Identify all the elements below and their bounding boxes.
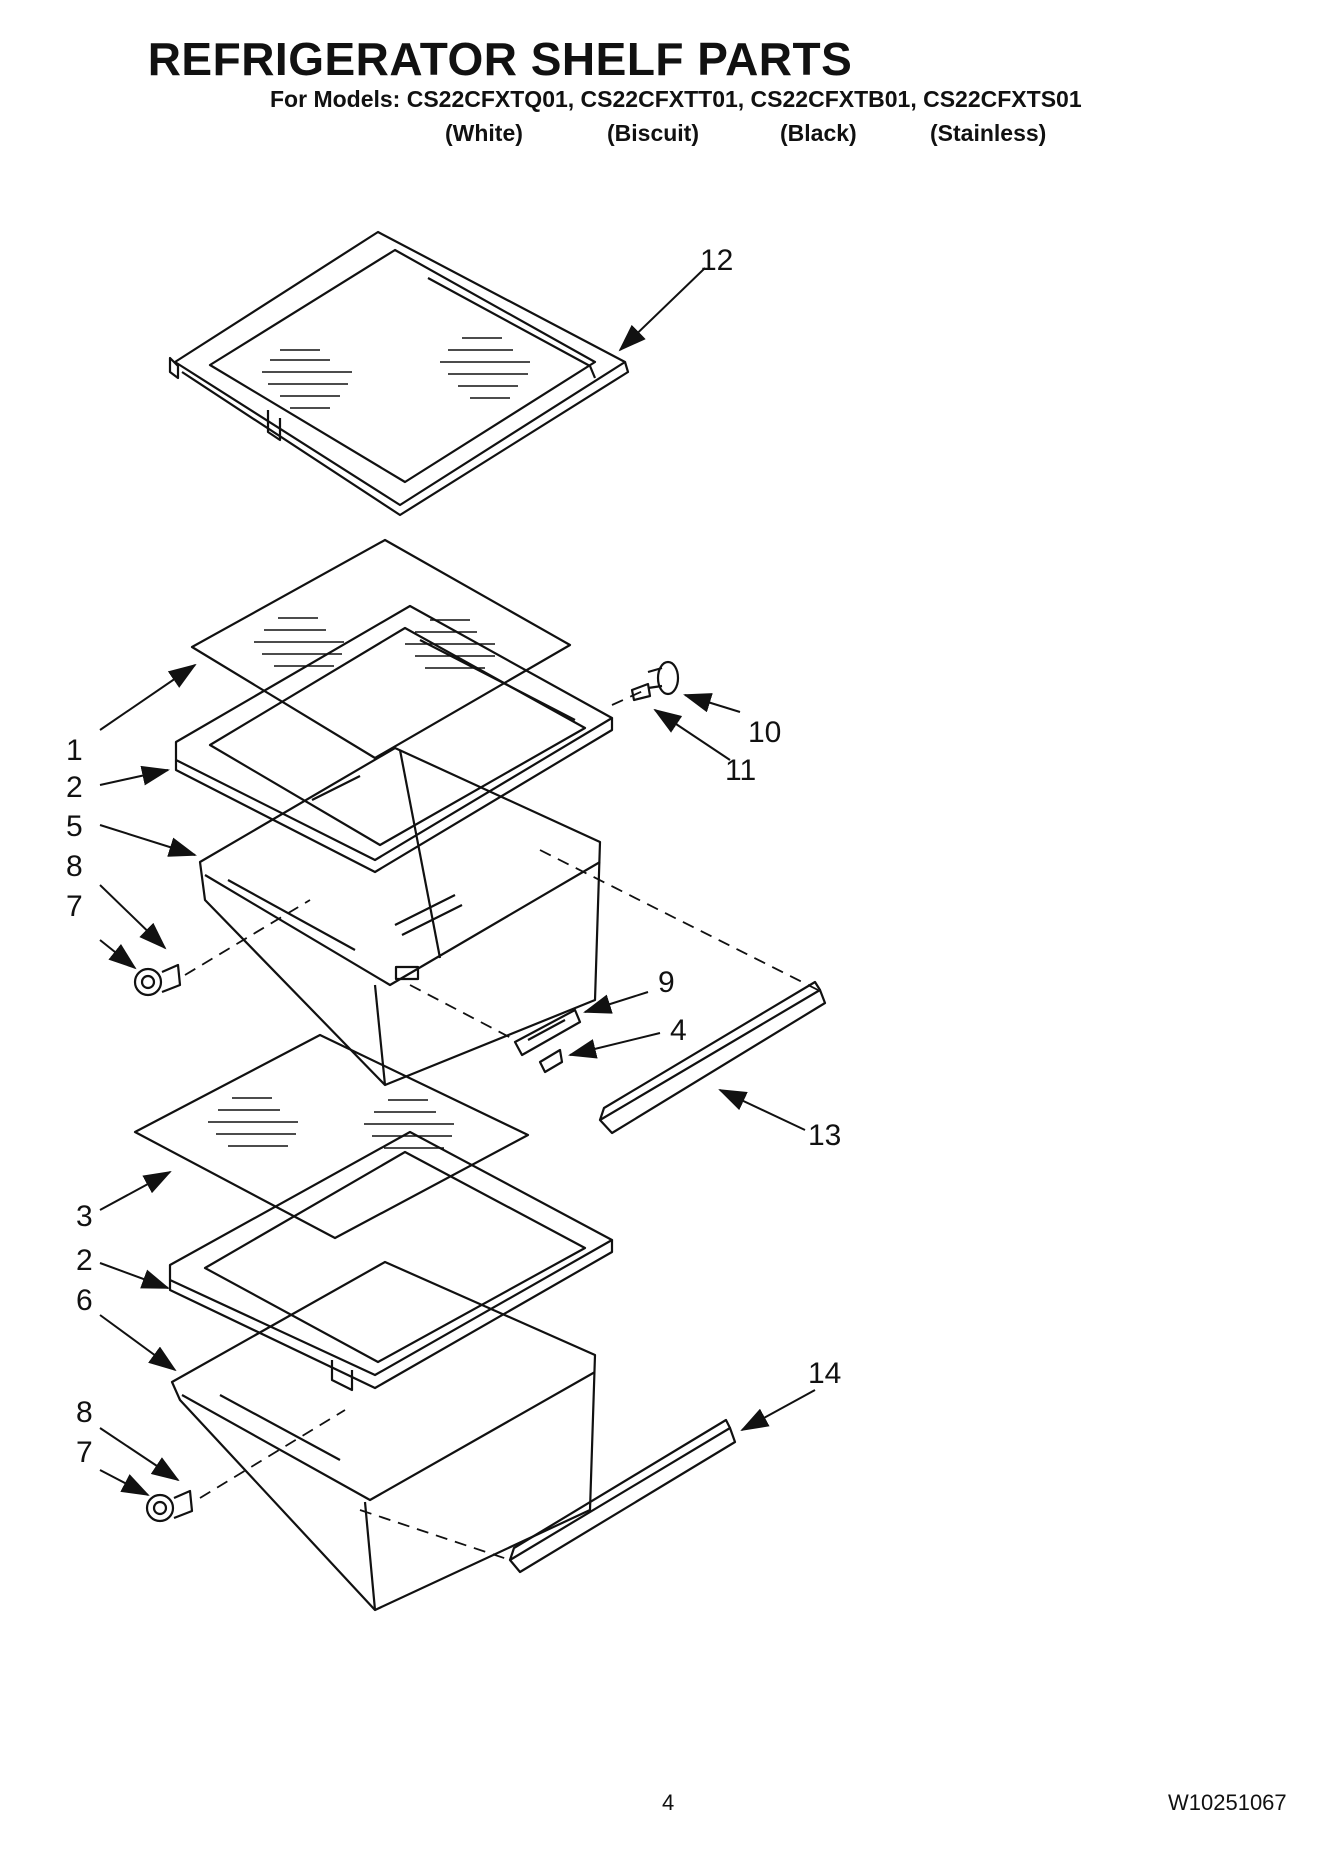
callout-14: 14	[808, 1357, 841, 1390]
part-6-lower-crisper-drawer	[170, 1260, 597, 1612]
part-11-screw	[630, 682, 652, 702]
models-line: For Models: CS22CFXTQ01, CS22CFXTT01, CS…	[270, 86, 1082, 112]
part-3-glass-shelf	[133, 1033, 530, 1240]
callout-3: 3	[76, 1200, 93, 1233]
page-number: 4	[662, 1790, 675, 1815]
part-2-lower-cover-frame	[168, 1130, 614, 1392]
part-13-trim-strip	[598, 980, 827, 1135]
callout-10: 10	[748, 716, 781, 749]
variant-stainless: (Stainless)	[930, 120, 1047, 146]
callout-1: 1	[66, 734, 83, 767]
callout-2-upper: 2	[66, 771, 83, 804]
callout-8-lower: 8	[76, 1396, 93, 1429]
part-7-8-upper-roller	[133, 963, 182, 997]
assembly-lines	[184, 689, 819, 1561]
callout-2-lower: 2	[76, 1244, 93, 1277]
part-5-upper-crisper-drawer	[198, 746, 602, 1087]
part-9-bracket	[513, 1008, 582, 1057]
callout-12: 12	[700, 244, 733, 277]
callout-6: 6	[76, 1284, 93, 1317]
part-7-8-lower-roller	[145, 1489, 194, 1523]
callout-leaders	[99, 267, 816, 1496]
page-title: REFRIGERATOR SHELF PARTS	[147, 33, 853, 85]
part-14-trim-strip	[508, 1418, 737, 1574]
part-12-shelf-frame	[168, 230, 630, 517]
callout-9: 9	[658, 966, 675, 999]
part-10-roller	[647, 660, 680, 696]
callout-4: 4	[670, 1014, 687, 1047]
variant-biscuit: (Biscuit)	[607, 120, 699, 146]
callout-7-lower: 7	[76, 1436, 93, 1469]
callout-7-upper: 7	[66, 890, 83, 923]
callout-13: 13	[808, 1119, 841, 1152]
callout-11: 11	[725, 754, 756, 787]
part-2-upper-cover-frame	[174, 604, 614, 874]
document-number: W10251067	[1168, 1790, 1287, 1815]
part-4-clip	[538, 1048, 564, 1074]
variant-white: (White)	[445, 120, 523, 146]
callout-8-upper: 8	[66, 850, 83, 883]
variant-black: (Black)	[780, 120, 857, 146]
callout-5: 5	[66, 810, 83, 843]
part-1-glass-shelf	[190, 538, 572, 760]
